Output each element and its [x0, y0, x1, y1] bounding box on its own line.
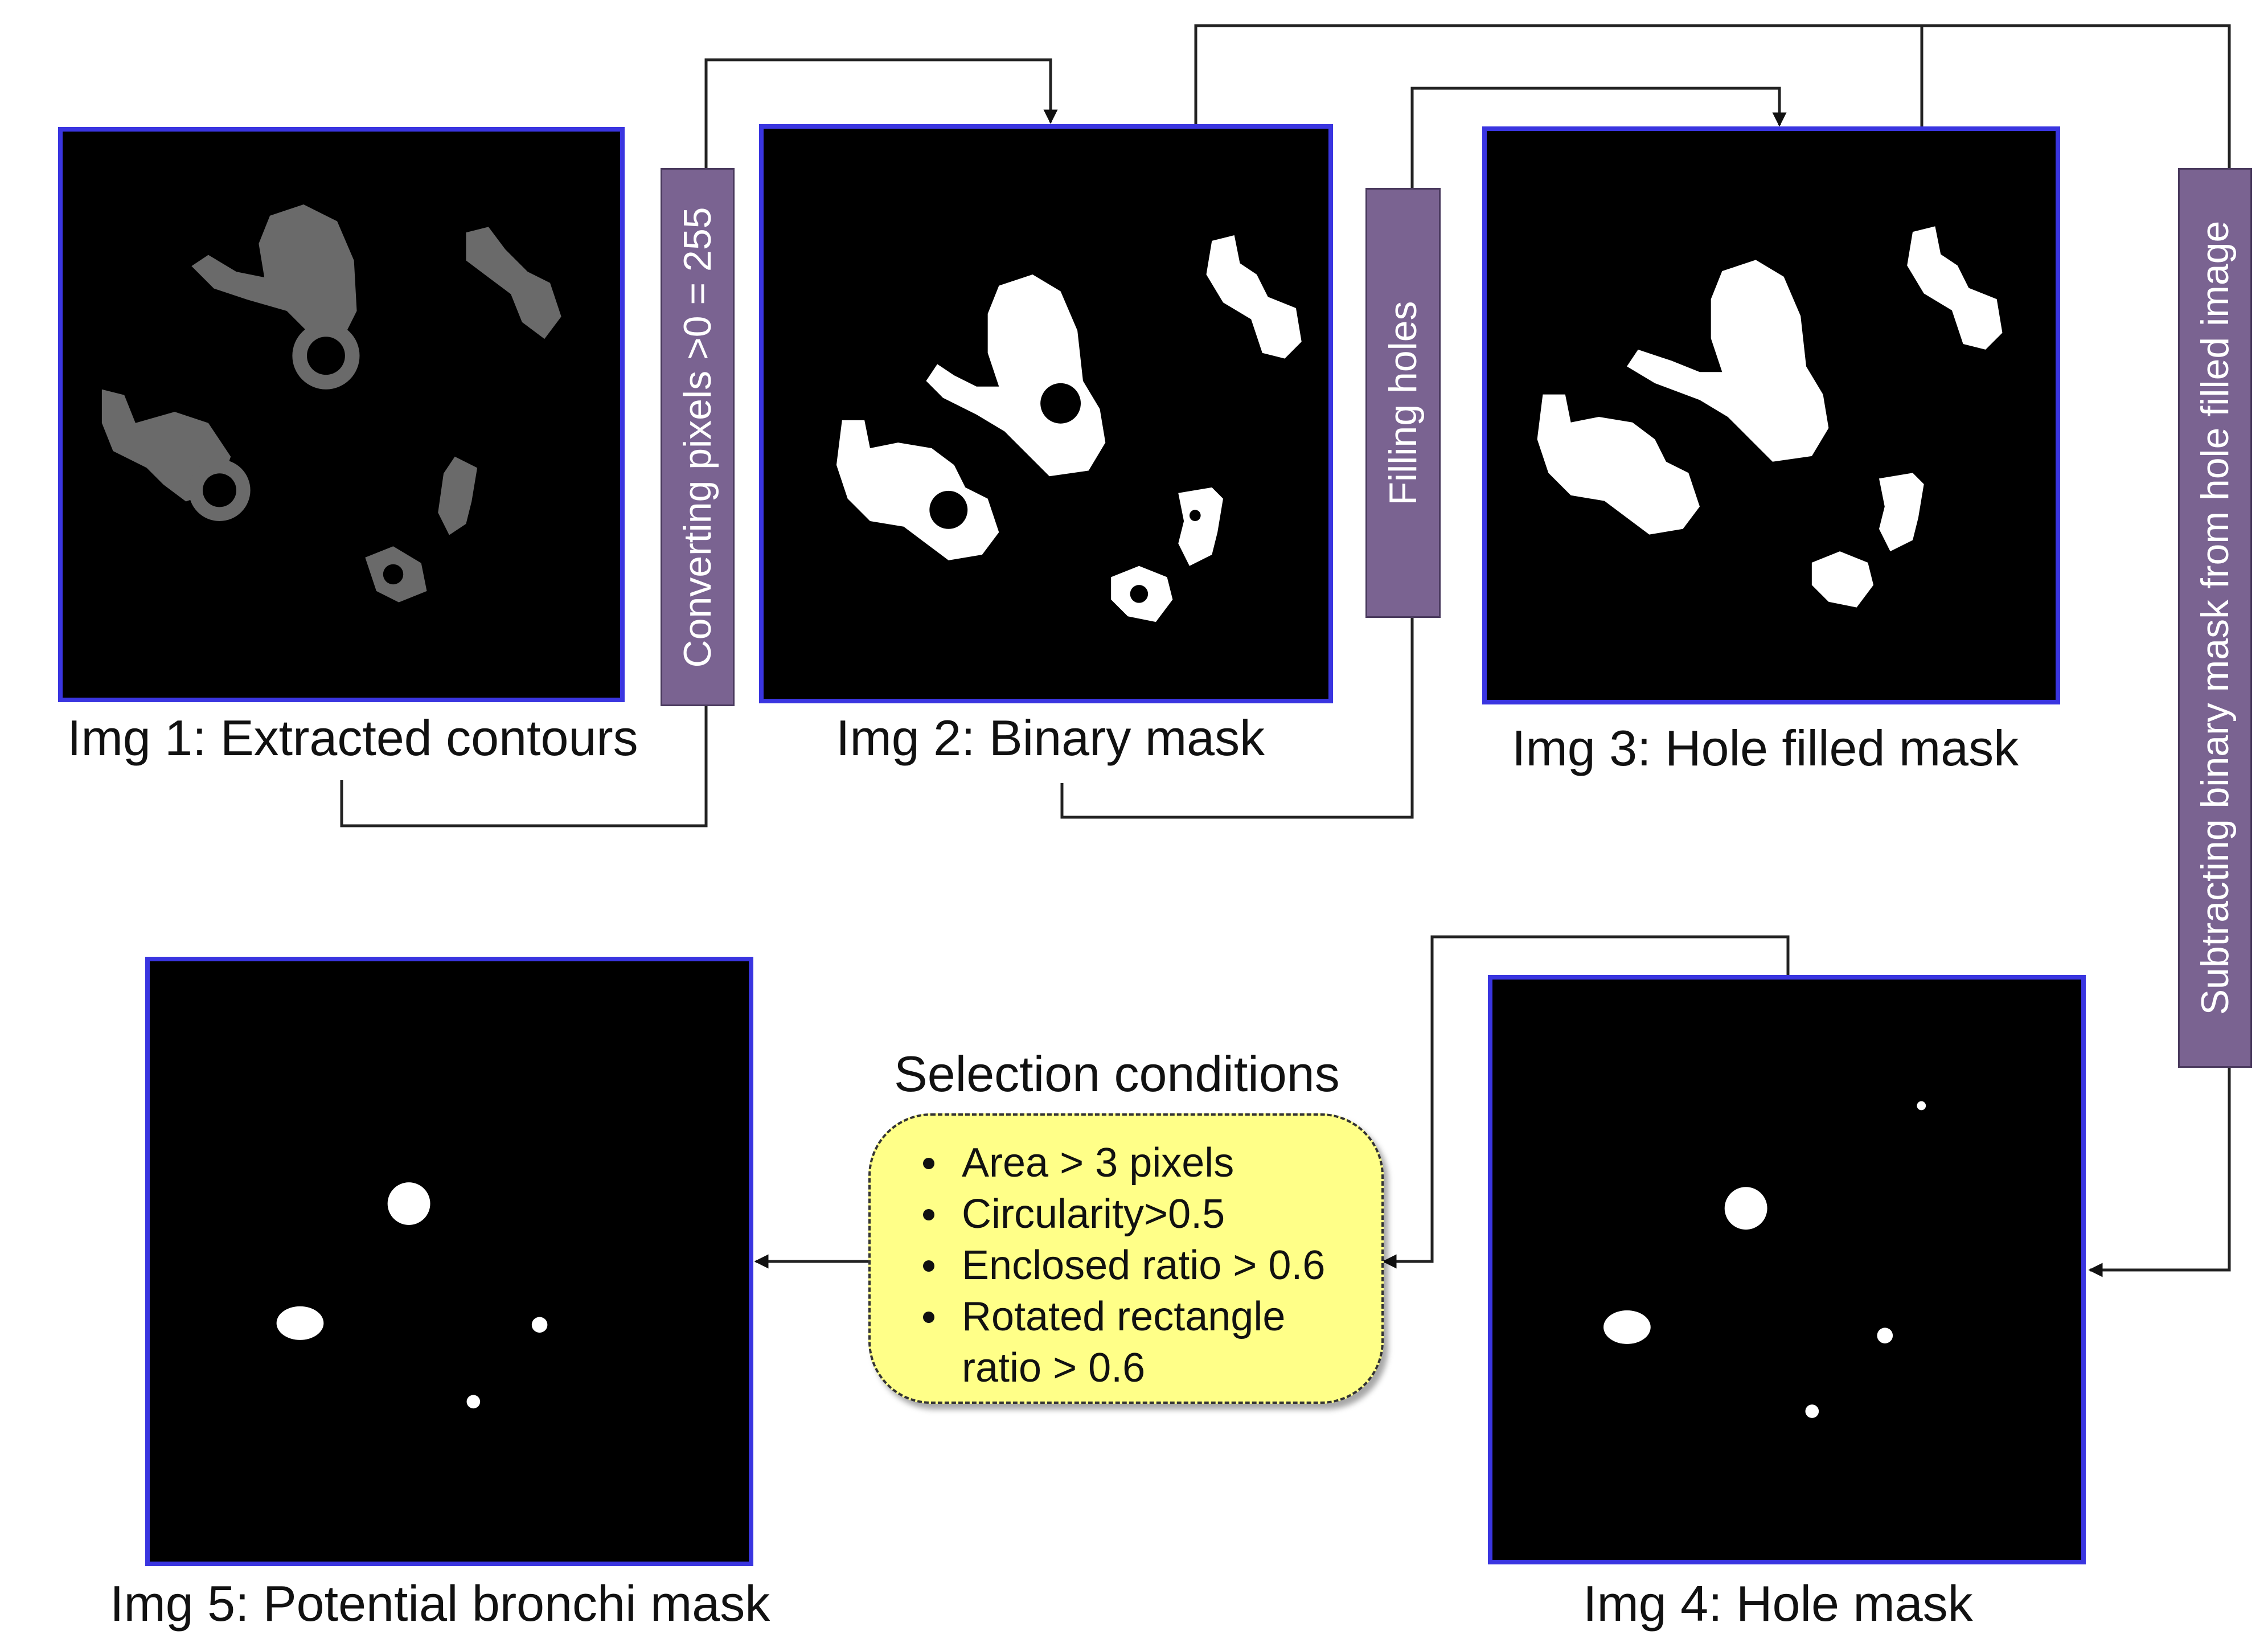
connector-img2-to-fill: [1060, 618, 1414, 819]
fill-holes-step: Filling holes: [1365, 188, 1441, 618]
subtract-step-label: Subtracting binary mask from hole filled…: [2193, 220, 2237, 1015]
img4-panel: [1488, 975, 2086, 1564]
img1-panel: [58, 127, 625, 702]
connector-img1-to-step: [340, 706, 708, 827]
img3-panel: [1482, 126, 2060, 704]
img4-holes: [1603, 1101, 1926, 1418]
connector-subtract-to-img4: [2088, 1068, 2231, 1277]
condition-area: Area > 3 pixels: [923, 1137, 1381, 1189]
connector-step-to-img2: [704, 58, 1058, 168]
subtract-step: Subtracting binary mask from hole filled…: [2178, 168, 2252, 1068]
selection-conditions-list: Area > 3 pixels Circularity>0.5 Enclosed…: [871, 1137, 1381, 1394]
img5-bronchi: [276, 1182, 548, 1409]
img2-panel: [759, 124, 1333, 703]
img4-caption: Img 4: Hole mask: [1583, 1575, 1973, 1632]
condition-enclosed-ratio: Enclosed ratio > 0.6: [923, 1240, 1381, 1291]
img3-filled: [1537, 226, 2003, 608]
condition-rotated-rectangle-ratio: Rotated rectangle ratio > 0.6: [923, 1291, 1326, 1394]
img3-caption: Img 3: Hole filled mask: [1512, 720, 2019, 776]
convert-step-label: Converting pixels >0 = 255: [676, 207, 719, 667]
img1-contours: [101, 204, 561, 603]
condition-circularity: Circularity>0.5: [923, 1189, 1381, 1240]
selection-conditions-box: Area > 3 pixels Circularity>0.5 Enclosed…: [868, 1113, 1384, 1404]
img1-caption: Img 1: Extracted contours: [67, 710, 638, 766]
selection-conditions-title: Selection conditions: [894, 1046, 1340, 1102]
connector-fill-to-img3: [1410, 87, 1787, 188]
img2-binary: [836, 235, 1302, 622]
fill-holes-step-label: Filling holes: [1381, 300, 1425, 506]
connector-img2-to-subtract: [1194, 24, 2231, 168]
connector-img4-to-conditions: [1382, 935, 1790, 1269]
img5-caption: Img 5: Potential bronchi mask: [110, 1575, 770, 1632]
img2-caption: Img 2: Binary mask: [836, 710, 1265, 766]
img5-panel: [145, 957, 753, 1566]
convert-step: Converting pixels >0 = 255: [661, 168, 735, 706]
